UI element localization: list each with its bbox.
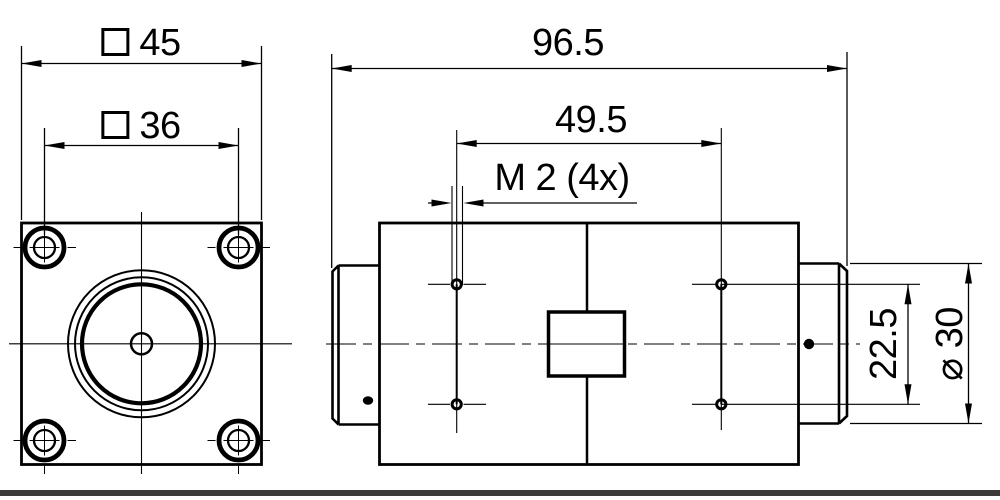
dimension-49-5 [456,140,722,147]
dimension-dia-30 [850,262,982,425]
hole-centerline-ticks [207,425,270,474]
arrowhead-up [965,263,972,284]
dimension-lines [331,52,848,268]
dimension-96-5 [331,52,848,268]
left-boss [331,264,380,426]
dim-label-22-5: 22.5 [863,308,905,380]
arrowhead-right-pointing [431,199,452,207]
tapped-hole-lower [715,398,728,411]
dim-label-96-5: 96.5 [532,24,604,62]
hole-centerlines [692,128,920,430]
arrowhead-right [218,142,239,149]
dim-value: 22.5 [863,308,905,380]
tapped-holes-right-column [692,128,920,430]
right-boss-outline [798,262,849,425]
dim-label-thread-callout: M 2 (4x) [494,157,630,199]
tapped-hole-upper [450,278,463,291]
square-symbol-icon [101,28,130,56]
dim-value: M 2 (4x) [494,157,630,199]
dimension-square-45 [20,46,263,220]
dim-label-square-45: 45 [101,22,181,64]
arrowhead-left [44,142,65,149]
hole-centerline-ticks [207,232,270,263]
hole-centerline-ticks [13,232,76,263]
mounting-hole-bottom-right [207,418,270,474]
arrowhead-down [904,384,912,405]
dim-label-square-36: 36 [101,105,181,147]
front-view [9,212,292,474]
arrowhead-left-pointing [463,199,484,207]
hole-centerlines [428,130,486,433]
bore-circle-inner-thick [79,282,204,406]
arrowhead-left [331,65,352,72]
dimension-lines [43,128,240,235]
center-bore [67,269,216,419]
dim-value: 96.5 [532,22,604,64]
dimension-22-5 [904,284,912,405]
center-crosshair-lines [9,212,292,474]
center-pilot-hole [129,332,154,356]
tapped-hole-upper [715,278,728,291]
dim-label-49-5: 49.5 [555,101,627,139]
footer-divider-bar [0,490,1000,496]
dim-value: 49.5 [555,99,627,141]
arrowhead-right [701,140,722,147]
counterbore-ring [216,418,261,463]
hole-centerline-ticks [13,425,76,474]
arrowhead-up [904,284,912,305]
tapped-holes-left-column [428,130,486,433]
dimension-lines [850,262,982,425]
arrowhead-right [827,65,847,72]
arrowhead-right [241,60,262,67]
thread-callout-leader [428,199,637,207]
bore-circle-outer [67,269,216,419]
square-symbol-icon [101,111,130,139]
left-boss-outline [331,264,380,426]
bore-circle-middle [74,276,209,412]
tapped-hole-lower [450,398,463,411]
arrowhead-left [456,140,477,147]
dim-value: 36 [139,105,181,147]
dim-value: ⌀ 30 [929,307,971,381]
side-view [326,128,920,466]
dimension-square-36 [43,128,240,235]
set-screw-dot [362,396,374,405]
dimension-lines [20,46,263,220]
mounting-hole-bottom-left [13,418,76,474]
dim-value: 45 [139,22,181,64]
arrowhead-left [21,60,42,67]
arrowhead-down [965,403,972,424]
counterbore-ring [22,418,67,463]
dim-label-dia-30: ⌀ 30 [929,307,971,381]
